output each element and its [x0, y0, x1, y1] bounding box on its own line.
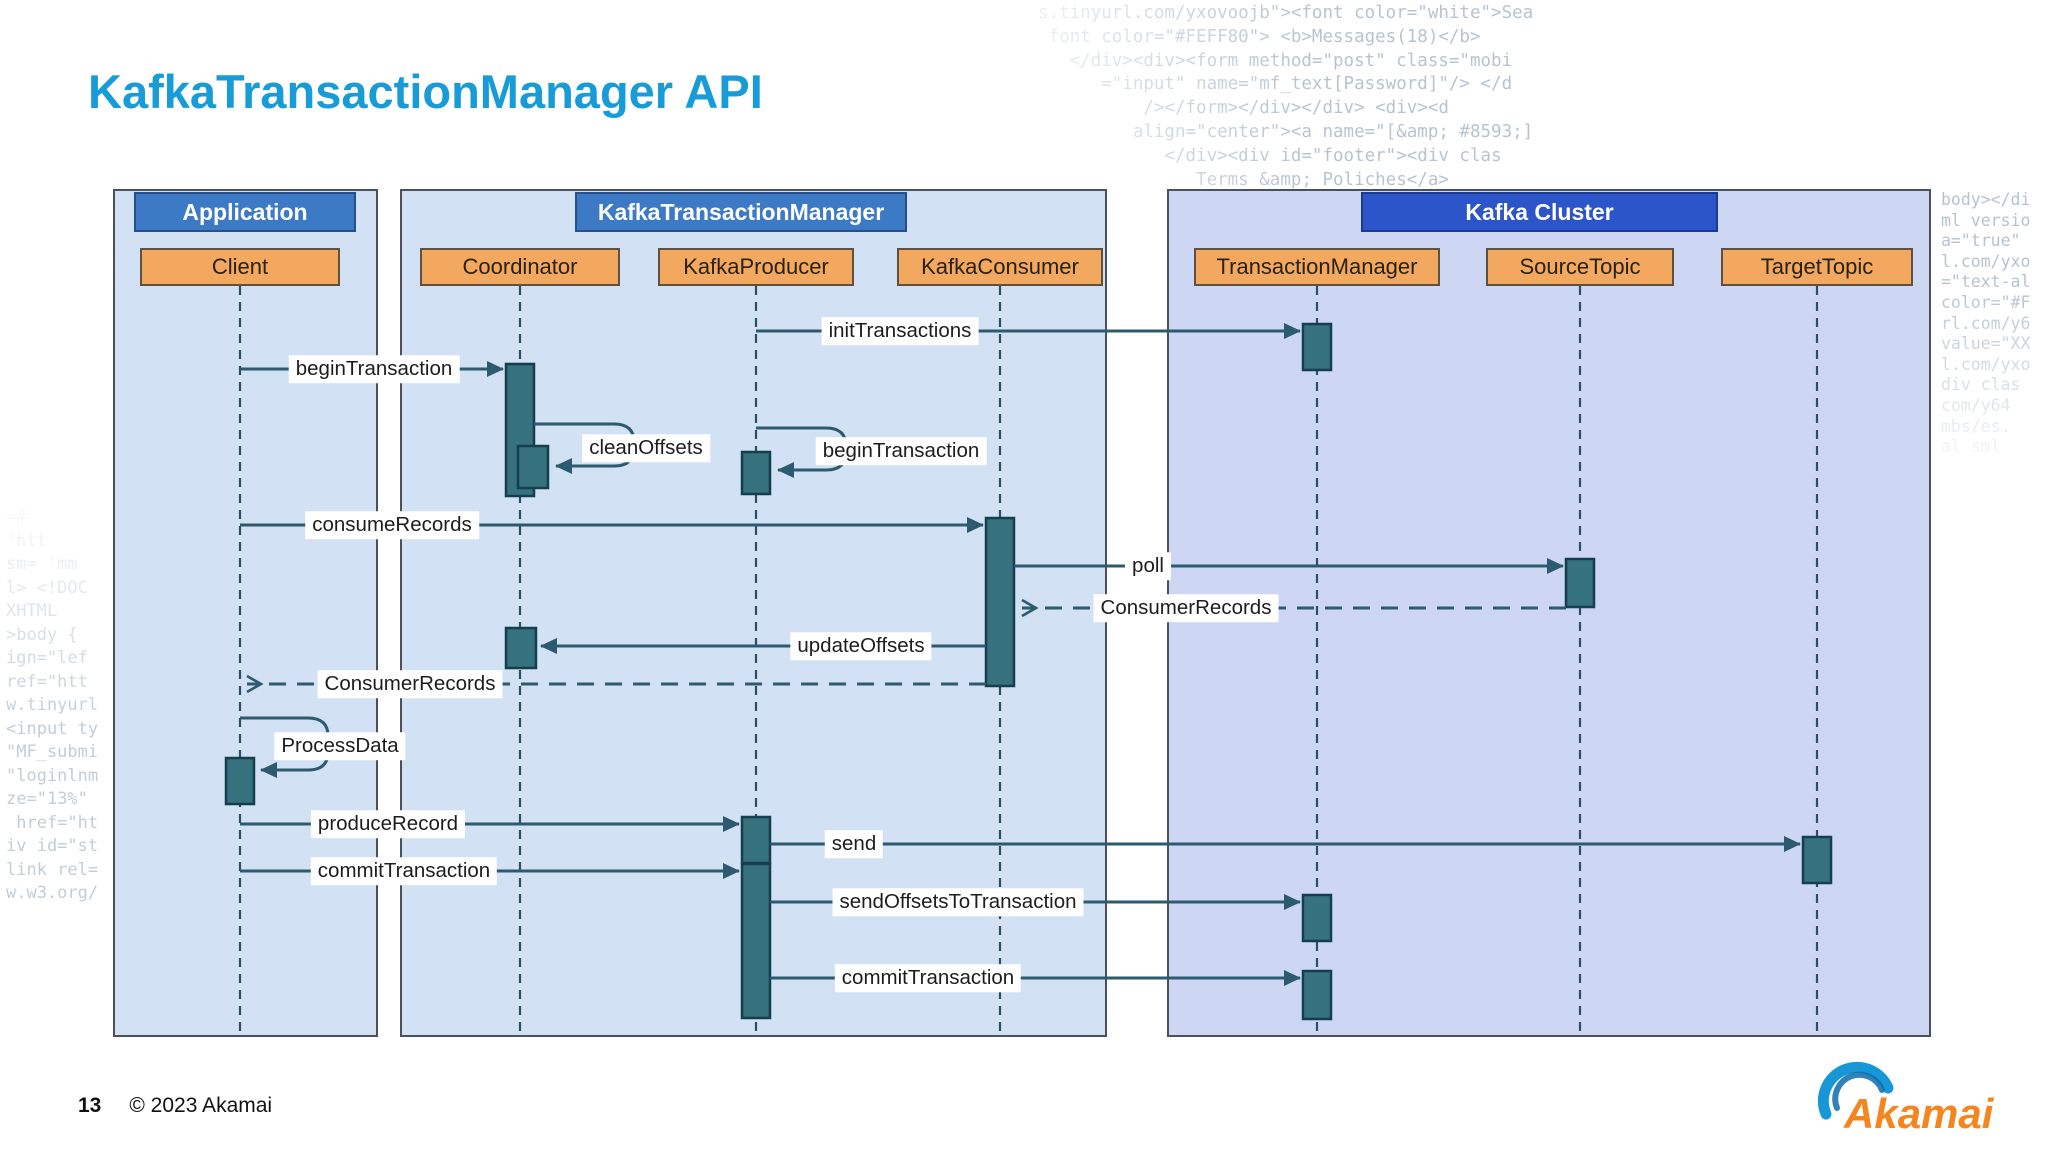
- activation-bars: [224, 322, 1833, 1021]
- participant-target-topic: TargetTopic: [1721, 248, 1913, 286]
- frame-header-kafka-cluster: Kafka Cluster: [1361, 192, 1718, 232]
- message-label-commit-transaction-2: commitTransaction: [834, 964, 1022, 992]
- activation-consumer-consume: [984, 516, 1016, 688]
- lifelines: [238, 286, 1819, 1034]
- message-label-process-data: ProcessData: [274, 732, 406, 760]
- activation-producer-produce: [740, 815, 772, 865]
- activation-coordinator-clean: [516, 444, 550, 490]
- message-label-send-offsets: sendOffsetsToTransaction: [832, 888, 1084, 916]
- activation-producer-begin: [740, 450, 772, 496]
- participant-client: Client: [140, 248, 340, 286]
- activation-source-poll: [1564, 557, 1596, 609]
- copyright-text: © 2023 Akamai: [129, 1094, 273, 1117]
- page-title: KafkaTransactionManager API: [88, 65, 763, 118]
- activation-client-process: [224, 756, 256, 806]
- message-label-commit-transaction: commitTransaction: [310, 857, 498, 885]
- page-number: 13: [78, 1094, 102, 1117]
- activation-tm-commit: [1301, 969, 1333, 1021]
- frame-application: [113, 189, 378, 1037]
- participant-kafka-consumer: KafkaConsumer: [897, 248, 1103, 286]
- participant-source-topic: SourceTopic: [1486, 248, 1674, 286]
- activation-producer-commit: [740, 862, 772, 1020]
- message-label-consumer-records-2: ConsumerRecords: [317, 670, 503, 698]
- activation-target-send: [1801, 835, 1833, 885]
- message-label-consume-records: consumeRecords: [305, 511, 479, 539]
- message-label-poll: poll: [1125, 552, 1171, 580]
- message-label-begin-transaction-2: beginTransaction: [815, 437, 987, 465]
- message-label-init-transactions: initTransactions: [821, 317, 979, 345]
- message-label-update-offsets: updateOffsets: [790, 632, 932, 660]
- akamai-wave-icon: [1817, 1061, 1894, 1120]
- activation-tm-sendoffsets: [1301, 893, 1333, 943]
- activation-coordinator-update: [504, 626, 538, 670]
- activation-tm-init: [1301, 322, 1333, 372]
- slide-footer: 13 © 2023 Akamai: [78, 1094, 272, 1118]
- participant-kafka-producer: KafkaProducer: [658, 248, 854, 286]
- message-label-produce-record: produceRecord: [310, 810, 466, 838]
- message-label-clean-offsets: cleanOffsets: [582, 434, 710, 462]
- message-label-begin-transaction: beginTransaction: [288, 355, 460, 383]
- frame-header-kafka-transaction-manager: KafkaTransactionManager: [575, 192, 907, 232]
- frame-header-application: Application: [134, 192, 356, 232]
- akamai-logo-text: Akamai: [1843, 1090, 1995, 1137]
- message-label-consumer-records: ConsumerRecords: [1093, 594, 1279, 622]
- participant-transaction-manager: TransactionManager: [1194, 248, 1440, 286]
- participant-coordinator: Coordinator: [420, 248, 620, 286]
- akamai-logo: Akamai: [1817, 1061, 1995, 1137]
- message-label-send: send: [824, 830, 884, 858]
